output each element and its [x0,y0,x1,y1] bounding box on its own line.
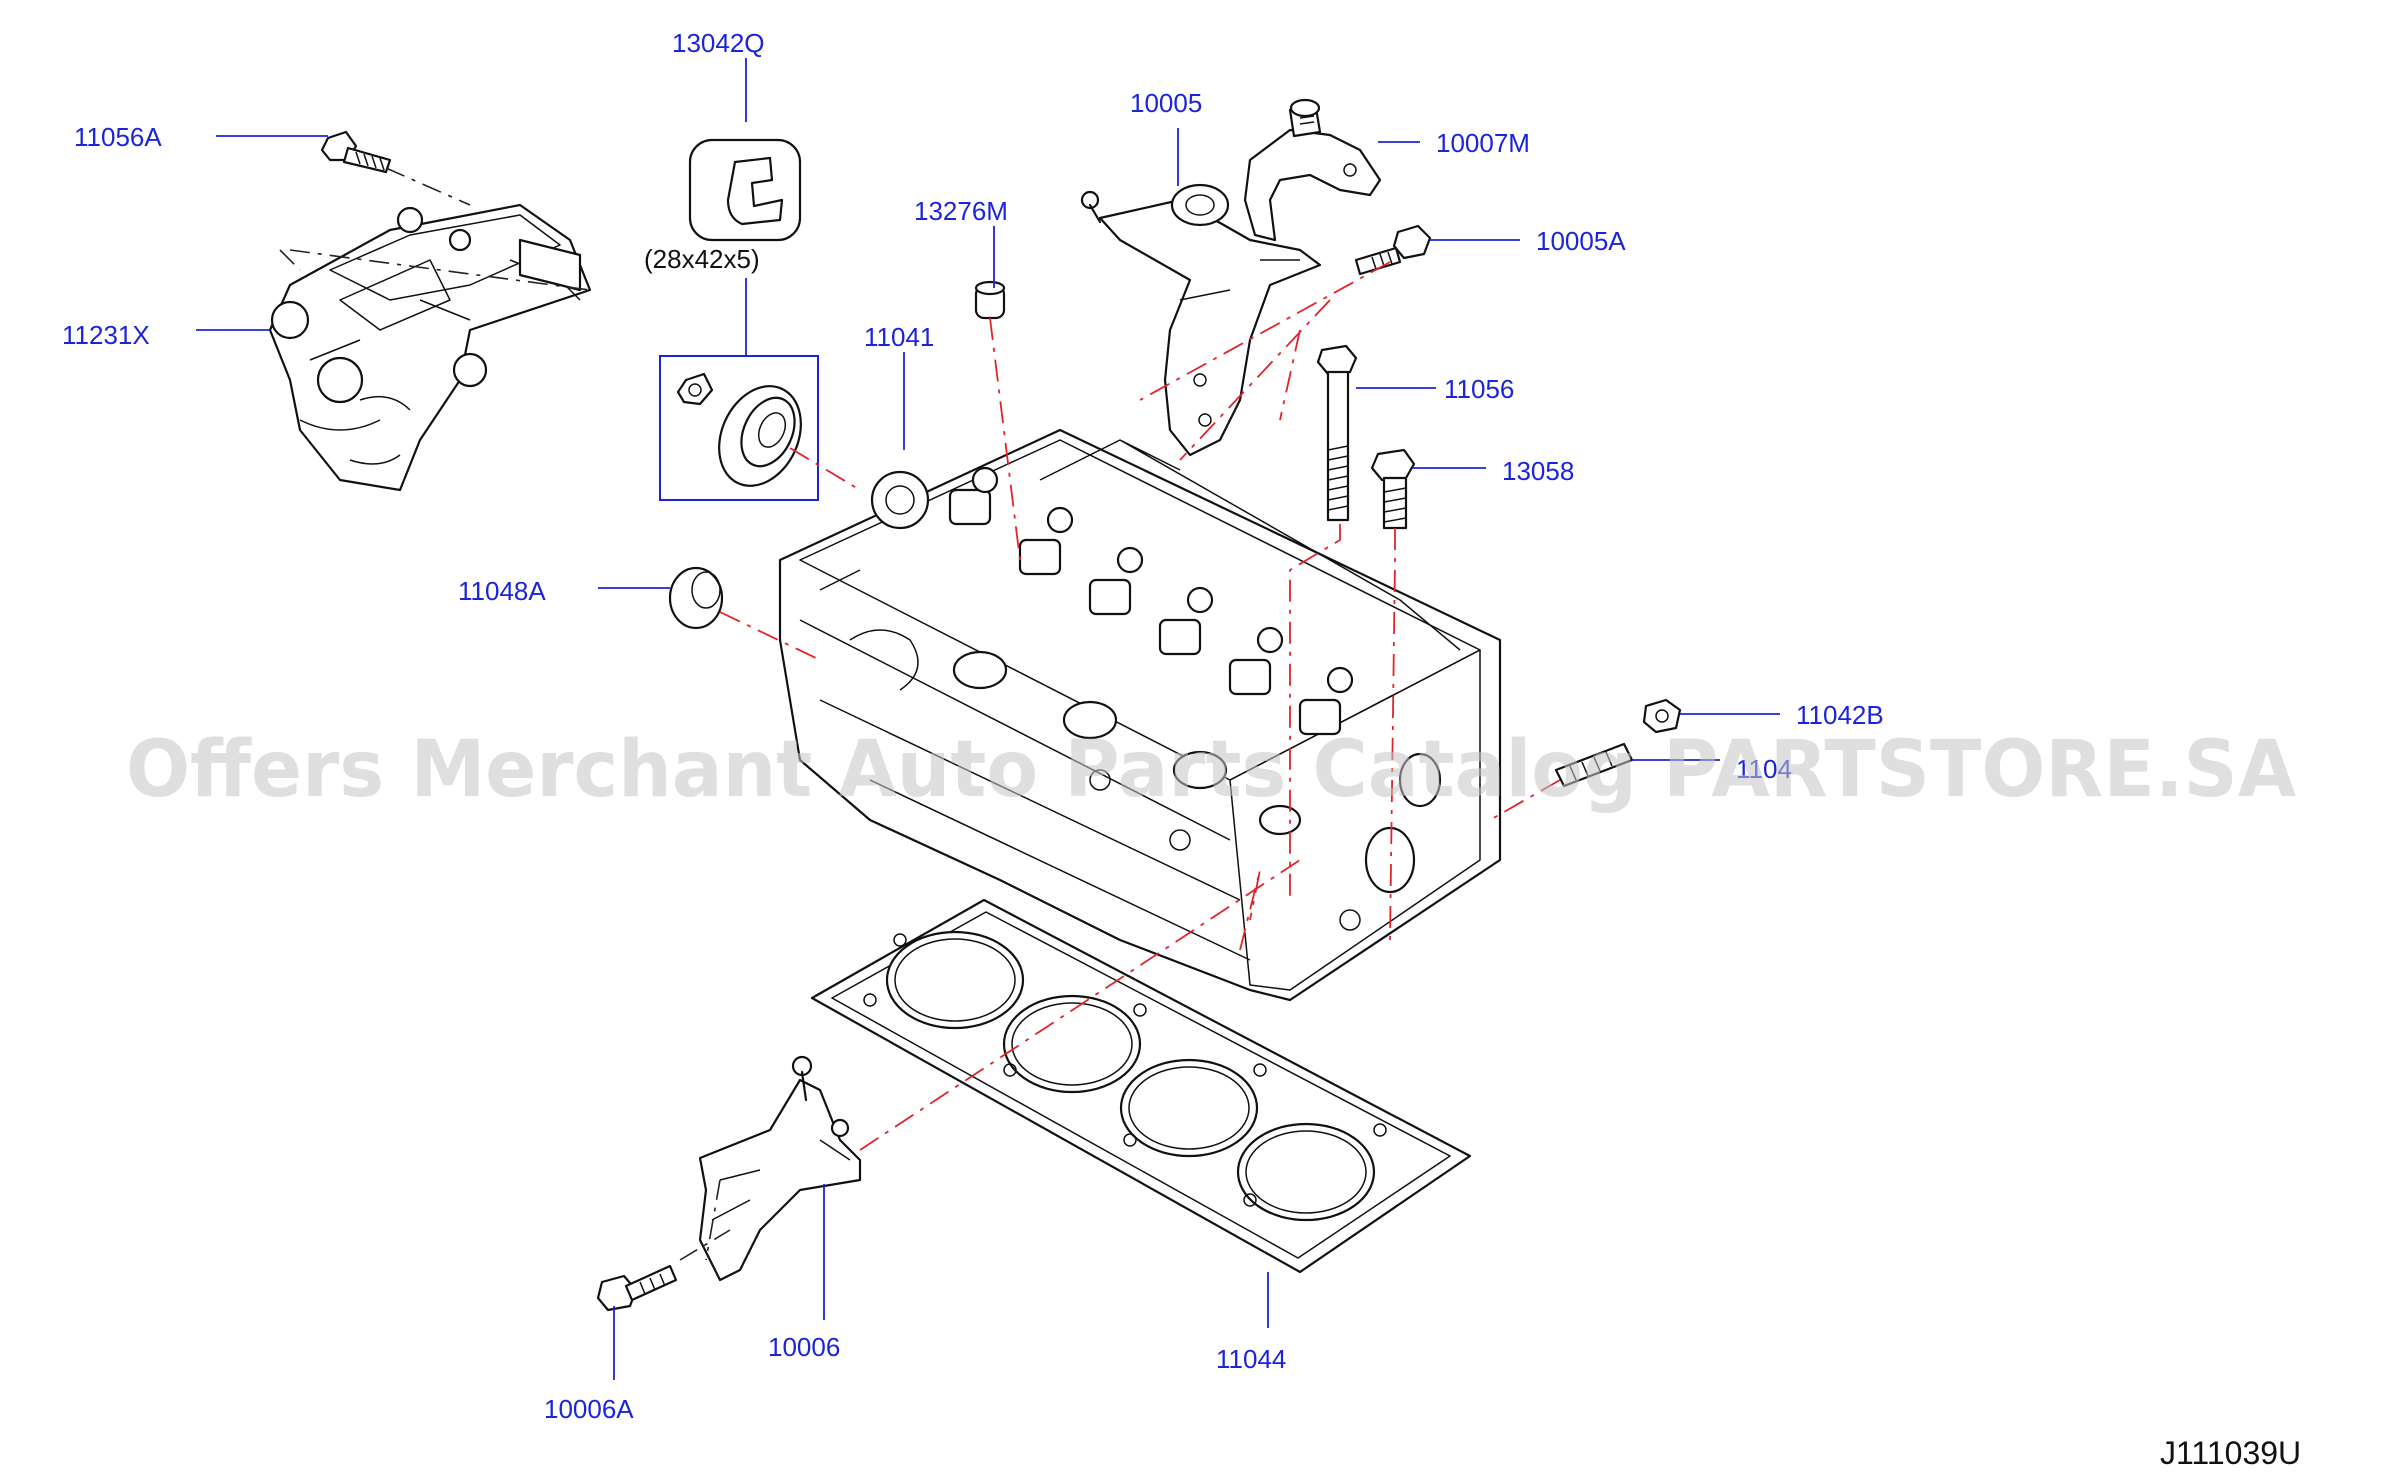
label-10007M[interactable]: 10007M [1436,128,1530,158]
bolt-13058[interactable] [1370,448,1416,530]
label-10006[interactable]: 10006 [768,1332,840,1362]
valve-stem-seal-13276M[interactable] [974,280,1006,320]
nut-11042B[interactable] [1642,698,1682,734]
watermark: Offers Merchant Auto Parts Catalog PARTS… [126,725,2296,815]
bracket-10006[interactable] [698,1055,862,1282]
label-11231X[interactable]: 11231X [62,320,150,350]
label-10006A[interactable]: 10006A [544,1394,634,1424]
valve-train [819,439,1461,931]
label-11056A[interactable]: 11056A [74,122,162,152]
lifting-hook-10007M[interactable] [1243,98,1382,242]
label-11048A[interactable]: 11048A [458,576,546,606]
bolt-10006A[interactable] [596,1264,678,1312]
label-13042Q[interactable]: 13042Q [672,28,765,58]
label-11042B[interactable]: 11042B [1796,700,1884,730]
cylinder-head-11041[interactable] [778,428,1502,1002]
oil-seal-box[interactable] [659,355,819,501]
label-1104x[interactable]: 1104 [1736,754,1792,784]
lifting-hook-10005[interactable] [1080,183,1322,457]
label-seal-size: (28x42x5) [644,244,760,274]
plug-11048A[interactable] [668,566,724,630]
label-10005A[interactable]: 10005A [1536,226,1626,256]
long-bolt-11056[interactable] [1316,344,1358,522]
label-13276M[interactable]: 13276M [914,196,1008,226]
label-11041[interactable]: 11041 [864,322,934,352]
head-gasket-11044[interactable] [810,898,1472,1274]
label-13058[interactable]: 13058 [1502,456,1574,486]
diagram-code: J111039U [2160,1435,2301,1471]
label-10005[interactable]: 10005 [1130,88,1202,118]
label-11044[interactable]: 11044 [1216,1344,1286,1374]
engine-mount-bracket-11231X[interactable] [268,203,592,492]
bolt-10005A[interactable] [1354,224,1432,276]
bolt-11056A[interactable] [320,130,392,174]
seal-13042Q[interactable] [688,138,802,242]
label-11056[interactable]: 11056 [1444,374,1514,404]
